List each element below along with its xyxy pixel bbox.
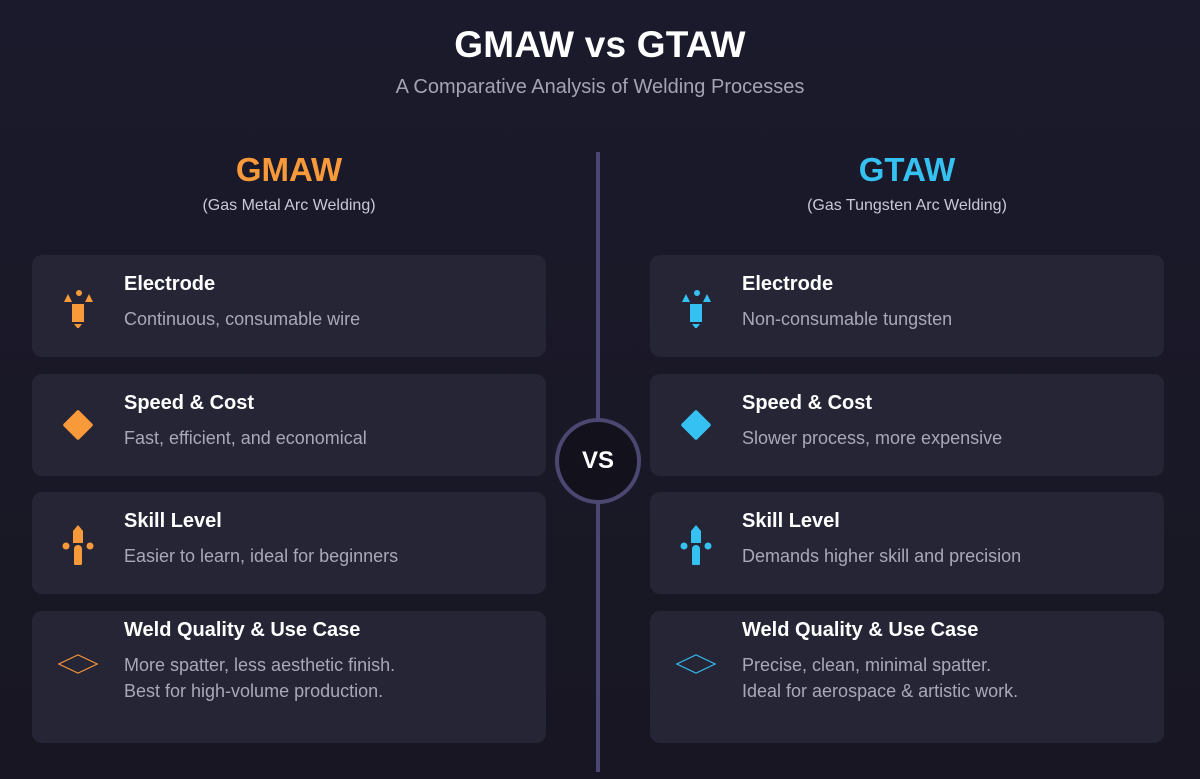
card-description: Slower process, more expensive	[742, 428, 1003, 448]
card-description-line: Best for high-volume production.	[124, 681, 384, 701]
gtaw-column-header: GTAW (Gas Tungsten Arc Welding)	[650, 151, 1164, 215]
card-description-line: More spatter, less aesthetic finish.	[124, 655, 396, 675]
electrode-icon	[56, 284, 100, 328]
gmaw-column-header: GMAW (Gas Metal Arc Welding)	[32, 151, 546, 215]
card-description: Demands higher skill and precision	[742, 546, 1022, 566]
card-description: Non-consumable tungsten	[742, 309, 953, 329]
card-title: Speed & Cost	[124, 392, 255, 414]
weld-bead-icon	[56, 642, 100, 686]
card-description: Precise, clean, minimal spatter. Ideal f…	[742, 652, 1144, 704]
card-title: Weld Quality & Use Case	[124, 619, 361, 641]
torch-icon	[674, 521, 718, 565]
page-title: GMAW vs GTAW	[454, 24, 746, 65]
card-title: Skill Level	[742, 510, 840, 532]
card-description-line: Precise, clean, minimal spatter.	[742, 655, 992, 675]
gmaw-title: GMAW	[235, 151, 343, 188]
card-description: More spatter, less aesthetic finish. Bes…	[124, 652, 526, 704]
vs-label: VS	[581, 447, 614, 474]
gtaw-card-speed-cost: Speed & Cost Slower process, more expens…	[650, 374, 1164, 476]
electrode-icon	[674, 284, 718, 328]
card-title: Electrode	[742, 273, 834, 295]
gtaw-title: GTAW	[858, 151, 956, 188]
card-description: Easier to learn, ideal for beginners	[124, 546, 399, 566]
card-title: Electrode	[124, 273, 216, 295]
diamond-icon	[56, 403, 100, 447]
card-title: Speed & Cost	[742, 392, 873, 414]
gmaw-full-name: (Gas Metal Arc Welding)	[202, 197, 376, 214]
gmaw-card-weld-quality: Weld Quality & Use Case More spatter, le…	[32, 611, 546, 743]
vs-badge: VS	[555, 418, 641, 504]
card-description-line: Ideal for aerospace & artistic work.	[742, 681, 1019, 701]
gmaw-card-electrode: Electrode Continuous, consumable wire	[32, 255, 546, 357]
torch-icon	[56, 521, 100, 565]
card-title: Weld Quality & Use Case	[742, 619, 979, 641]
gtaw-card-electrode: Electrode Non-consumable tungsten	[650, 255, 1164, 357]
card-title: Skill Level	[124, 510, 222, 532]
gtaw-card-skill-level: Skill Level Demands higher skill and pre…	[650, 492, 1164, 594]
gtaw-card-weld-quality: Weld Quality & Use Case Precise, clean, …	[650, 611, 1164, 743]
gmaw-card-speed-cost: Speed & Cost Fast, efficient, and econom…	[32, 374, 546, 476]
gmaw-card-skill-level: Skill Level Easier to learn, ideal for b…	[32, 492, 546, 594]
diamond-icon	[674, 403, 718, 447]
page-subtitle: A Comparative Analysis of Welding Proces…	[395, 76, 805, 98]
card-description: Fast, efficient, and economical	[124, 428, 367, 448]
card-description: Continuous, consumable wire	[124, 309, 361, 329]
weld-bead-icon	[674, 642, 718, 686]
gtaw-full-name: (Gas Tungsten Arc Welding)	[807, 197, 1007, 214]
